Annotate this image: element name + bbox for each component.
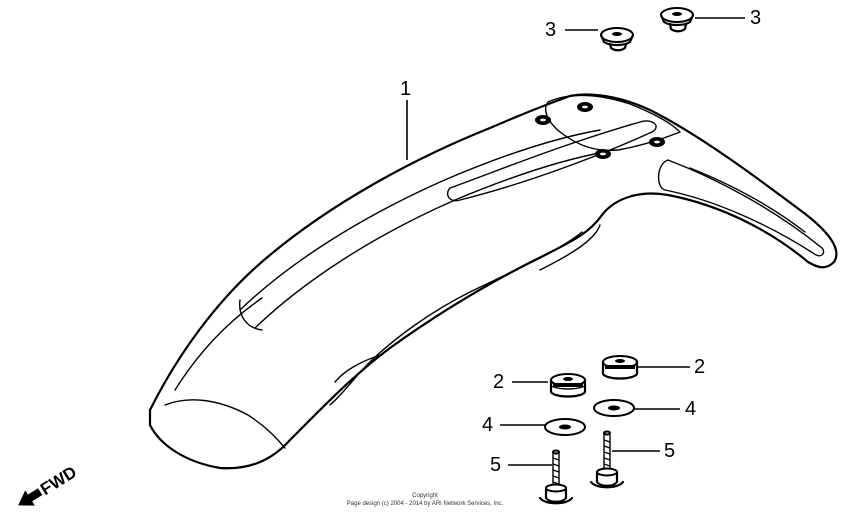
callout-label-cap-left: 3 — [545, 19, 556, 41]
washer-right[interactable] — [593, 399, 635, 417]
callout-cap-left: 3 — [545, 19, 598, 41]
front-fender[interactable] — [148, 93, 838, 470]
callout-fender: 1 — [400, 78, 411, 160]
callout-label-bolt-left: 5 — [490, 454, 501, 476]
copyright-line-2: Page design (c) 2004 - 2014 by ARI Netwo… — [347, 501, 504, 507]
copyright-notice: Copyright Page design (c) 2004 - 2014 by… — [347, 493, 504, 507]
copyright-line-1: Copyright — [412, 493, 438, 499]
callout-label-grommet-left: 2 — [493, 371, 504, 393]
washer-left[interactable] — [544, 418, 586, 436]
callout-label-washer-left: 4 — [482, 414, 493, 436]
callout-label-grommet-right: 2 — [694, 356, 705, 378]
callout-label-cap-right: 3 — [750, 7, 761, 29]
callout-label-bolt-right: 5 — [664, 440, 675, 462]
callout-grommet-right: 2 — [638, 356, 705, 378]
bolt-left[interactable] — [538, 449, 574, 505]
callout-label-washer-right: 4 — [685, 398, 696, 420]
bolt-right[interactable] — [589, 430, 625, 489]
callout-bolt-left: 5 — [490, 454, 552, 476]
callout-grommet-left: 2 — [493, 371, 548, 393]
fwd-indicator: FWD — [18, 462, 80, 506]
callout-washer-right: 4 — [634, 398, 696, 420]
grommet-left[interactable] — [549, 373, 587, 398]
fwd-label: FWD — [37, 462, 80, 499]
grommet-right[interactable] — [601, 355, 639, 380]
callout-cap-right: 3 — [695, 7, 761, 29]
collar-cap-left[interactable] — [599, 27, 635, 52]
callout-bolt-right: 5 — [612, 440, 675, 462]
fwd-arrow-icon — [18, 488, 43, 506]
callout-washer-left: 4 — [482, 414, 545, 436]
collar-cap-right[interactable] — [659, 7, 695, 33]
callout-label-fender: 1 — [400, 78, 411, 100]
